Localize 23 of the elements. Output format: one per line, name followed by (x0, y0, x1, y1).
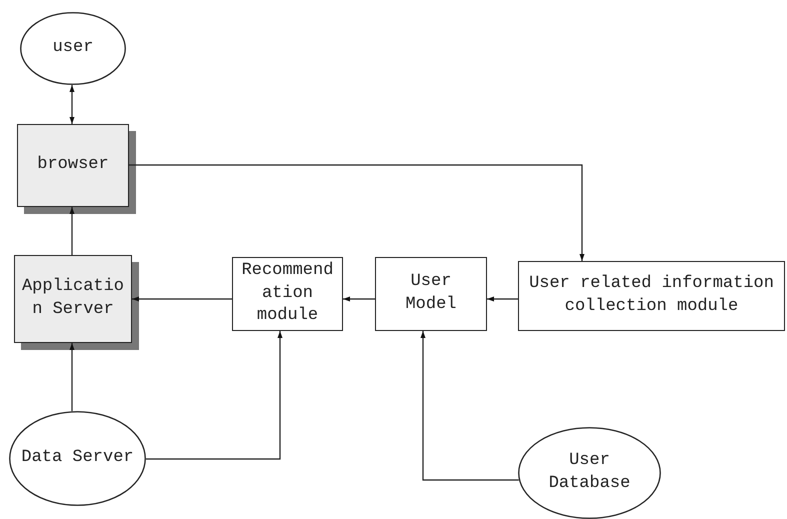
node-label: Data Server (20, 447, 135, 470)
arrow (70, 207, 74, 255)
arrow (343, 296, 375, 302)
arrow (420, 331, 519, 481)
arrow (132, 296, 232, 302)
model-box (375, 257, 487, 331)
arrow (129, 164, 584, 261)
arrow (70, 343, 74, 412)
user-ellipse (20, 12, 126, 85)
server-ellipse (9, 411, 146, 506)
module-box (232, 257, 343, 331)
node-label: Application Server (21, 276, 125, 321)
node-label: User Database (548, 450, 632, 495)
node-label: User related information collection module (528, 273, 775, 318)
database-ellipse (518, 427, 661, 519)
arrow (487, 296, 518, 302)
node-label: User Model (404, 271, 458, 316)
node-label: user (52, 37, 94, 60)
arrow (146, 331, 282, 460)
node-label: browser (36, 154, 110, 176)
node-label: Recommendation module (240, 260, 334, 328)
module-box (518, 261, 785, 331)
arrow (70, 85, 74, 124)
